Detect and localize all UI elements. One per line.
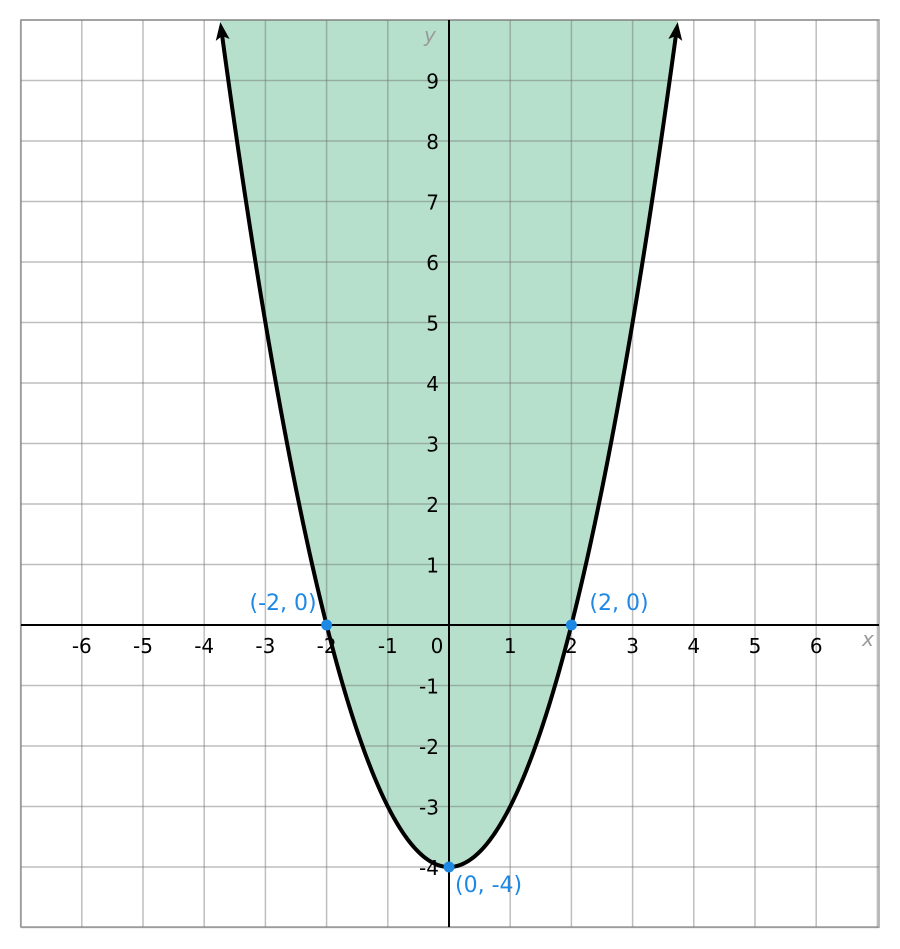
key-points: (-2, 0) (2, 0) (0, -4) <box>250 591 649 898</box>
point-label: (-2, 0) <box>250 591 317 616</box>
y-tick-label: 7 <box>426 191 439 215</box>
y-tick-label: 1 <box>426 554 439 578</box>
y-tick-label: 5 <box>426 312 439 336</box>
y-tick-label: 9 <box>426 70 439 94</box>
x-tick-label: 2 <box>565 634 578 658</box>
y-axis-label: y <box>423 23 437 47</box>
x-tick-label: 3 <box>626 634 639 658</box>
y-tick-label: 6 <box>426 251 439 275</box>
x-tick-label: 4 <box>687 634 700 658</box>
arrowhead-icon <box>215 22 230 41</box>
y-tick-label: 3 <box>426 433 439 457</box>
y-tick-label: -3 <box>419 796 439 820</box>
y-tick-label: 8 <box>426 130 439 154</box>
axes <box>21 20 879 927</box>
x-axis-label: x <box>861 627 874 651</box>
x-tick-label: -1 <box>378 634 398 658</box>
x-tick-label: 0 <box>431 634 444 658</box>
point-label: (2, 0) <box>589 591 648 616</box>
y-tick-label: -2 <box>419 735 439 759</box>
point-marker <box>321 619 333 631</box>
x-tick-label: -5 <box>133 634 153 658</box>
x-tick-label: -2 <box>317 634 337 658</box>
y-tick-label: 2 <box>426 493 439 517</box>
y-tick-label: -1 <box>419 675 439 699</box>
x-tick-label: 5 <box>749 634 762 658</box>
arrowhead-icon <box>668 22 683 41</box>
x-tick-label: -6 <box>72 634 92 658</box>
x-tick-label: 6 <box>810 634 823 658</box>
y-tick-label: 4 <box>426 372 439 396</box>
point-marker <box>565 619 577 631</box>
tick-labels: -6 -5 -4 -3 -2 -1 0 1 2 3 4 5 6 9 8 7 6 5 4 3 2 1 -1 -2 -3 -4 <box>72 70 823 881</box>
point-label: (0, -4) <box>455 873 522 898</box>
x-tick-label: -3 <box>255 634 275 658</box>
y-tick-label: -4 <box>419 856 439 880</box>
x-tick-label: -4 <box>194 634 214 658</box>
point-marker <box>443 861 455 873</box>
x-tick-label: 1 <box>504 634 517 658</box>
